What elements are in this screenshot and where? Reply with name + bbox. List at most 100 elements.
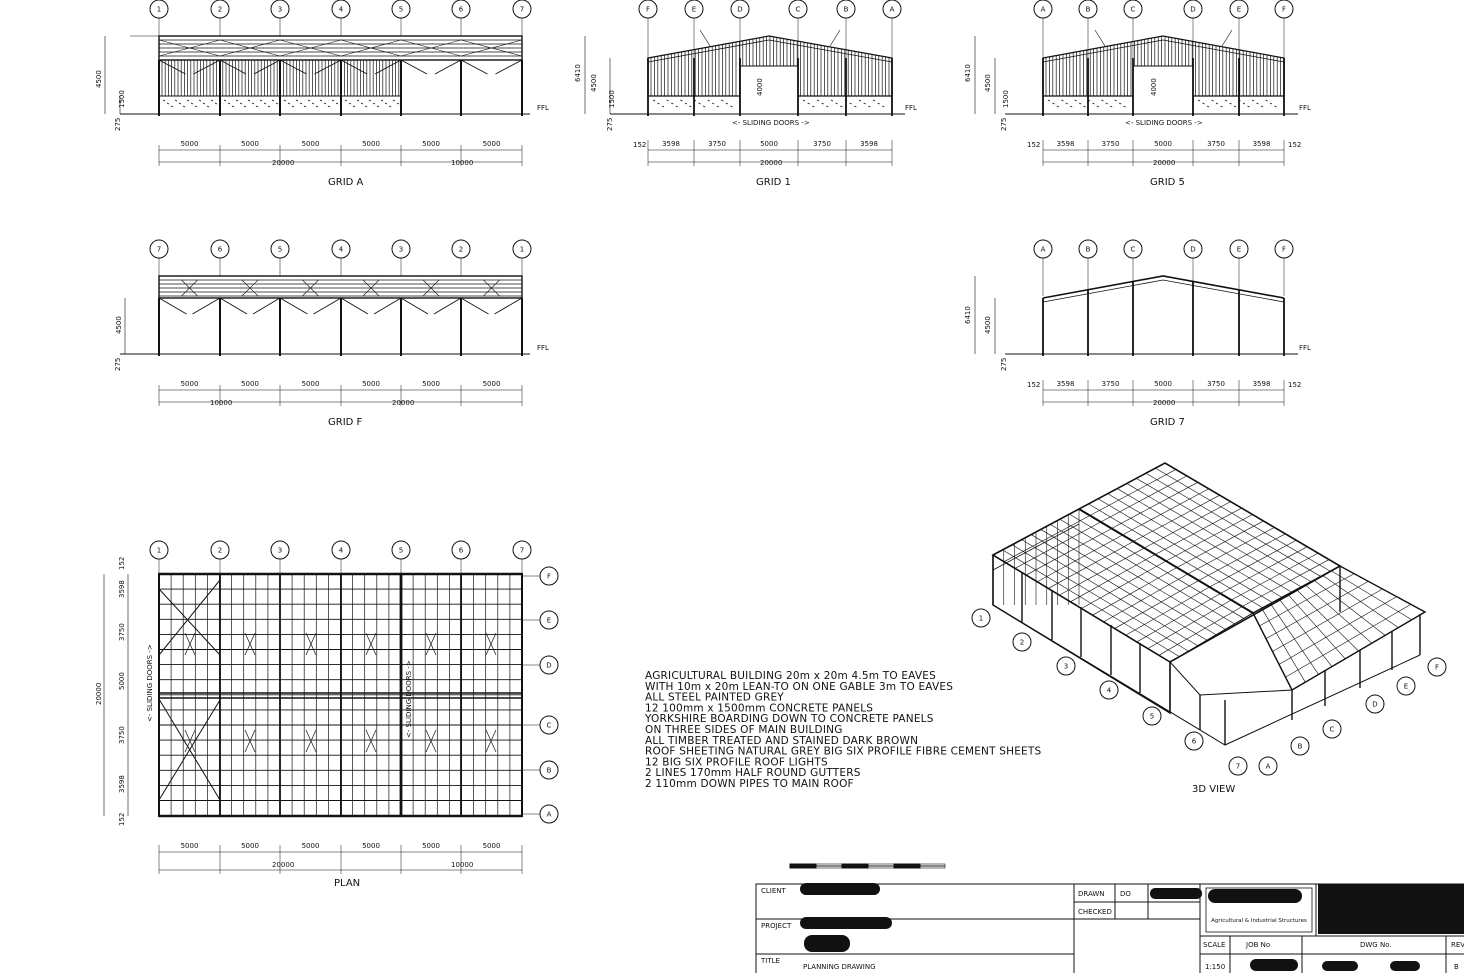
- aggregate-mark: [1065, 102, 1068, 105]
- grid-bubble: 6: [1184, 731, 1204, 751]
- grid-bubble: E: [539, 610, 559, 630]
- roof-sheet-line: [1081, 560, 1167, 609]
- grid-1-height-275: 275: [606, 118, 614, 131]
- grid-5-ffl: FFL: [1299, 104, 1311, 112]
- grid-bubble: 7: [512, 0, 532, 19]
- brace-line: [302, 279, 319, 297]
- grid-7-edge-left: 152: [1027, 381, 1040, 389]
- aggregate-mark: [1238, 99, 1241, 102]
- plan-side-total: 20000: [95, 683, 103, 705]
- brace-line: [279, 39, 342, 57]
- roof-sheet-line: [1144, 501, 1231, 549]
- grid-bubble-circle: [270, 239, 290, 259]
- grid-bubble: D: [730, 0, 750, 19]
- aggregate-mark: [1092, 102, 1095, 105]
- grid-bubble-circle: [391, 540, 411, 560]
- grid-bubble-circle: [1123, 0, 1143, 19]
- roof-sheet-line: [1026, 528, 1112, 576]
- grid-bubble: A: [882, 0, 902, 19]
- grid-bubble-circle: [1012, 632, 1032, 652]
- aggregate-mark: [299, 102, 303, 105]
- aggregate-mark: [166, 102, 170, 105]
- grid-5-bay-dimension: 3750: [1102, 140, 1120, 148]
- aggregate-mark: [271, 99, 275, 102]
- note-line: ON THREE SIDES OF MAIN BUILDING: [645, 724, 843, 736]
- roof-sheet-line: [1209, 539, 1297, 588]
- aggregate-mark: [680, 99, 683, 102]
- aggregate-mark: [263, 102, 267, 105]
- aggregate-mark: [364, 105, 368, 108]
- grid-bubble-circle: [1274, 239, 1294, 259]
- grid-bubble-label: D: [737, 6, 742, 14]
- plan-bay-dimension: 5000: [241, 842, 259, 850]
- grid-bubble-circle: [149, 540, 169, 560]
- grid-5-bay-dimension: 3598: [1057, 140, 1075, 148]
- grid-bubble-circle: [512, 540, 532, 560]
- grid-bubble: 7: [512, 540, 532, 560]
- grid-bubble: 3: [1056, 656, 1076, 676]
- grid-1-ffl: FFL: [905, 104, 917, 112]
- grid-bubble-circle: [1078, 0, 1098, 19]
- aggregate-mark: [396, 102, 400, 105]
- grid-bubble-circle: [539, 610, 559, 630]
- grid-bubble: 5: [270, 239, 290, 259]
- grid-bubble-label: 2: [218, 6, 222, 14]
- scale-value: 1:150: [1205, 963, 1225, 971]
- grid-bubble: F: [1274, 239, 1294, 259]
- aggregate-mark: [291, 105, 295, 108]
- grid-7-edge-right: 152: [1288, 381, 1301, 389]
- aggregate-mark: [267, 105, 271, 108]
- grid-f-bay-dimension: 5000: [241, 380, 259, 388]
- aggregate-mark: [840, 105, 843, 108]
- aggregate-mark: [702, 105, 706, 108]
- checked-label: CHECKED: [1078, 908, 1112, 916]
- grid-7-height-4500: 4500: [984, 316, 992, 334]
- grid-bubble-circle: [1365, 694, 1385, 714]
- aggregate-mark: [275, 102, 279, 105]
- plan-bay-dimension: 5000: [483, 842, 501, 850]
- grid-bubble-label: E: [547, 617, 551, 625]
- aggregate-mark: [1211, 99, 1214, 102]
- grid-bubble-label: 6: [459, 547, 464, 555]
- aggregate-mark: [1215, 102, 1219, 105]
- grid-bubble-circle: [331, 540, 351, 560]
- brace-line: [483, 279, 500, 297]
- grid-bubble: 1: [971, 608, 991, 628]
- grid-bubble: D: [1183, 0, 1203, 19]
- roof-sheet-line: [1165, 514, 1253, 562]
- bay-brace: [365, 632, 377, 656]
- grid-bubble: F: [1427, 657, 1447, 677]
- grid-a-height-275: 275: [114, 118, 122, 131]
- gable-brace: [158, 588, 221, 656]
- grid-f-ffl: FFL: [537, 344, 549, 352]
- grid-bubble: C: [539, 715, 559, 735]
- aggregate-mark: [725, 102, 729, 105]
- grid-bubble-circle: [1183, 239, 1203, 259]
- grid-bubble-circle: [451, 239, 471, 259]
- grid-bubble: C: [788, 0, 808, 19]
- aggregate-mark: [331, 99, 335, 102]
- aggregate-mark: [388, 105, 392, 108]
- aggregate-mark: [214, 102, 218, 105]
- knee-brace: [193, 59, 221, 75]
- knee-brace: [373, 297, 402, 315]
- grid-f-height-4500: 4500: [115, 316, 123, 334]
- plan-side-dimension: 5000: [118, 672, 126, 690]
- grid-a-total-10000: 10000: [451, 159, 473, 167]
- plan-side-dimension: 3598: [118, 775, 126, 793]
- note-line: 12 100mm x 1500mm CONCRETE PANELS: [645, 702, 873, 714]
- grid-bubble-label: E: [1404, 683, 1408, 691]
- roof-sheet-line: [1187, 527, 1275, 575]
- knee-brace: [219, 297, 248, 315]
- aggregate-mark: [227, 102, 231, 105]
- grid-bubble-label: F: [1282, 246, 1286, 254]
- grid-1-total: 20000: [760, 159, 782, 167]
- aggregate-mark: [223, 99, 227, 102]
- grid-bubble-circle: [1258, 756, 1278, 776]
- grid-5-edge-left: 152: [1027, 141, 1040, 149]
- grid-7-bay-dimension: 5000: [1154, 380, 1172, 388]
- knee-brace: [279, 59, 307, 75]
- grid-bubble-circle: [210, 540, 230, 560]
- note-line: 2 LINES 170mm HALF ROUND GUTTERS: [645, 767, 861, 779]
- roof-sheet-line: [1231, 552, 1319, 601]
